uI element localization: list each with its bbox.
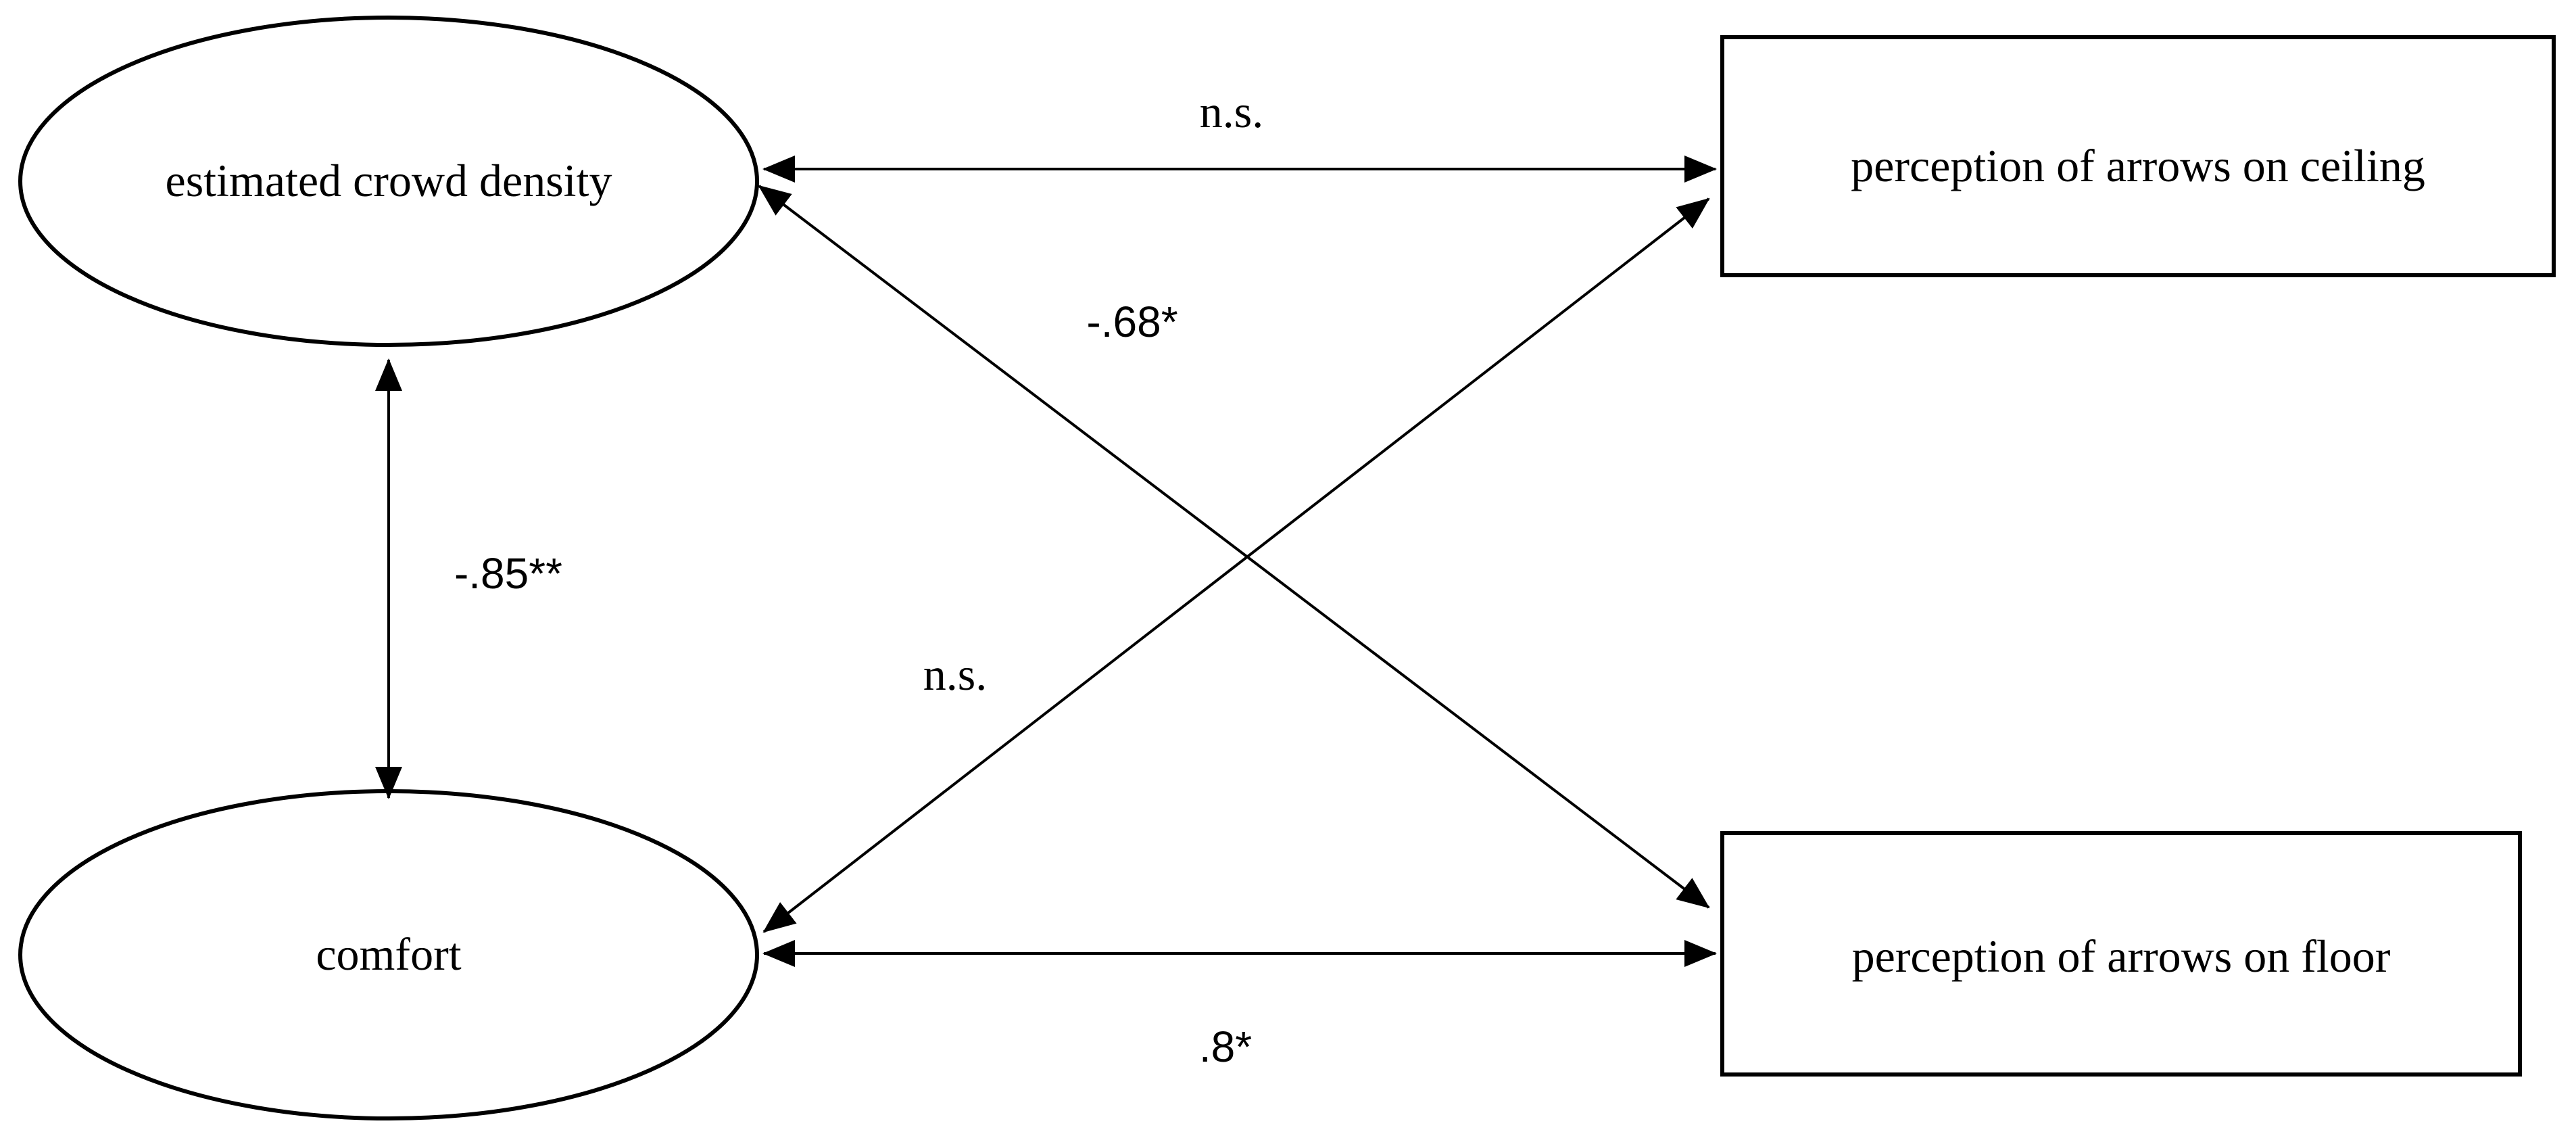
node-perception-floor: perception of arrows on floor <box>1720 831 2522 1077</box>
edge-label-comfort-floor: .8* <box>1199 1022 1252 1071</box>
node-perception-ceiling: perception of arrows on ceiling <box>1720 35 2556 277</box>
node-comfort: comfort <box>18 789 759 1120</box>
edge-label-density-floor: -.68* <box>1086 298 1177 346</box>
node-label-estimated-crowd-density: estimated crowd density <box>166 155 612 206</box>
edge-density-floor <box>758 185 1710 909</box>
edge-comfort-ceiling <box>762 197 1710 933</box>
node-label-comfort: comfort <box>316 928 461 980</box>
node-label-perception-floor: perception of arrows on floor <box>1852 930 2391 982</box>
node-label-perception-ceiling: perception of arrows on ceiling <box>1851 140 2425 191</box>
edge-label-density-comfort: -.85** <box>454 549 562 598</box>
node-estimated-crowd-density: estimated crowd density <box>18 16 759 347</box>
edge-label-comfort-ceiling: n.s. <box>923 648 987 700</box>
edge-label-density-ceiling: n.s. <box>1200 86 1263 137</box>
